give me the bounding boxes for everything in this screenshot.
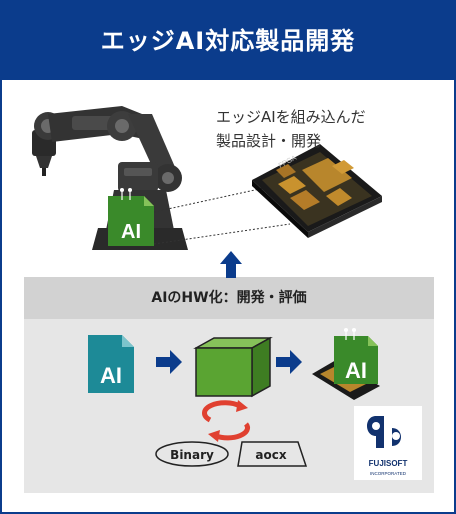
header-bar [2,2,454,80]
ai-on-chip-icon: AI [312,328,380,400]
hw-section-title: AIのHW化：開発・評価 [151,290,307,306]
conversion-cycle-icon [202,400,250,442]
aocx-format-badge [237,441,308,467]
right-arrow-icon [276,350,302,374]
logo-name: FUJISOFT [368,459,408,468]
ai-model-file-icon: AI [88,335,134,393]
robot-ai-label: AI [121,221,141,243]
caption: エッジAIを組み込んだ 製品設計・開発 [216,105,366,153]
binary-format-label: Binary [170,448,214,462]
fujisoft-logo [354,406,422,480]
up-arrow-icon [220,251,242,278]
connector-line-bottom [153,223,291,245]
ai-model-file-label: AI [100,363,122,388]
fpga-board-icon: FPGA [252,144,382,238]
aocx-format-label: aocx [255,448,286,462]
hw-section-bar [24,277,434,319]
right-arrow-icon [156,350,182,374]
connector-line-top [153,187,265,213]
binary-format-badge [155,441,229,467]
caption-line-2: 製品設計・開発 [216,132,322,150]
robot-ai-chip-icon: AI [108,188,154,246]
ai-on-chip-label: AI [345,358,367,383]
page-title: エッジAI対応製品開発 [100,27,356,55]
caption-line-1: エッジAIを組み込んだ [216,108,366,126]
logo-subtitle: INCORPORATED [370,471,406,476]
fujisoft-mark-icon [367,416,401,448]
hw-cube-icon [193,336,273,398]
